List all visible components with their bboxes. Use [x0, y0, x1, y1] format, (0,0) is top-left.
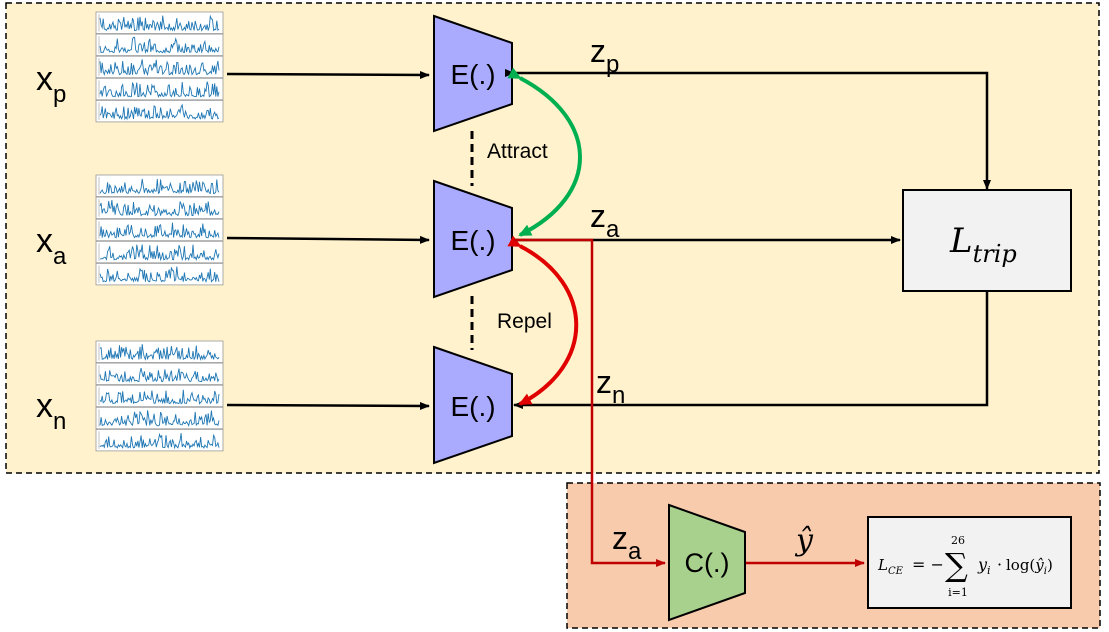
classifier-input-label: za	[612, 520, 642, 565]
attract-arrow	[507, 67, 582, 237]
svg-text:E(.): E(.)	[450, 225, 495, 256]
svg-text:∑: ∑	[945, 546, 968, 584]
anchor-signal-panel	[95, 240, 224, 264]
positive-signal-panel	[95, 77, 224, 101]
za-to-classifier-path	[514, 238, 666, 567]
embedding-label-positive: zp	[590, 33, 619, 78]
prediction-label: ŷ	[794, 523, 814, 558]
input-label-positive: xp	[36, 60, 66, 108]
svg-text:C(.): C(.)	[685, 548, 730, 578]
negative-signal-panel	[95, 406, 224, 430]
ce-loss-box: LCE = − ∑ 26 i=1 yi · log(ŷi)	[867, 516, 1072, 609]
svg-text:26: 26	[951, 534, 965, 547]
anchor-signal-waveform	[99, 178, 220, 195]
arrow-xn-to-encoder	[226, 401, 430, 410]
negative-signal-waveform	[99, 432, 220, 450]
encoder-positive: E(.)	[433, 14, 513, 133]
repel-label: Repel	[497, 310, 552, 333]
arrow-xa-to-encoder	[226, 235, 430, 244]
anchor-signal-waveform	[99, 266, 220, 283]
negative-signal-waveform	[99, 367, 220, 383]
encoder-negative: E(.)	[433, 345, 513, 465]
negative-signal-panel	[95, 384, 224, 408]
arrow-xp-to-encoder	[226, 70, 430, 79]
input-label-negative: xn	[36, 387, 66, 435]
negative-signal-panel	[95, 362, 224, 386]
svg-text:log(ŷi): log(ŷi)	[1006, 556, 1053, 577]
embedding-label-negative: zn	[596, 364, 625, 409]
zn-path	[513, 282, 991, 409]
classifier: C(.)	[668, 503, 746, 622]
anchor-signal-panel	[95, 196, 224, 220]
zp-path	[505, 69, 991, 190]
anchor-signal-waveform	[99, 222, 220, 239]
negative-signal-waveform	[99, 389, 220, 405]
positive-signal-waveform	[99, 14, 220, 32]
svg-text:E(.): E(.)	[450, 59, 495, 90]
negative-signal-waveform	[99, 410, 220, 427]
positive-signal-waveform	[99, 81, 220, 98]
triplet-loss-box: Ltrip	[902, 189, 1072, 292]
positive-signal-waveform	[99, 59, 220, 77]
svg-text:·: ·	[997, 555, 1002, 574]
svg-text:yi: yi	[977, 555, 991, 577]
svg-text:LCE: LCE	[877, 556, 904, 577]
anchor-signal-waveform	[99, 244, 220, 262]
positive-signal-waveform	[99, 36, 220, 55]
svg-text:E(.): E(.)	[450, 391, 495, 422]
repel-arrow	[507, 235, 579, 406]
embedding-label-anchor: za	[590, 198, 620, 243]
anchor-signal-thumbnails	[95, 174, 224, 286]
svg-text:Ltrip: Ltrip	[949, 221, 1017, 268]
positive-signal-waveform	[99, 103, 220, 121]
svg-text:= −: = −	[912, 555, 944, 574]
input-label-anchor: xa	[36, 222, 67, 270]
negative-signal-thumbnails	[95, 340, 224, 452]
negative-signal-panel	[95, 340, 224, 363]
attract-label: Attract	[487, 140, 548, 163]
svg-text:i=1: i=1	[948, 586, 968, 599]
anchor-signal-waveform	[99, 200, 220, 217]
negative-signal-waveform	[99, 344, 220, 361]
positive-signal-thumbnails	[95, 11, 224, 123]
positive-signal-panel	[95, 100, 224, 123]
